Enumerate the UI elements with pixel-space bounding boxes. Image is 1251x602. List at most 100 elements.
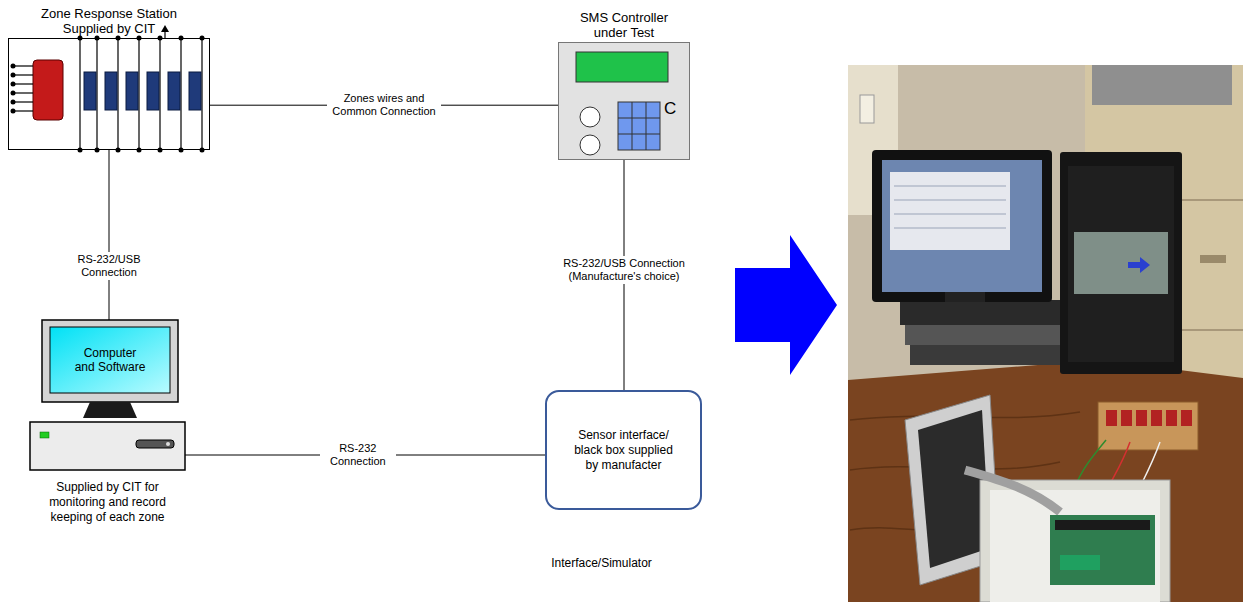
relay-wire [79,38,80,150]
relay-module [1181,410,1192,426]
station-ground [8,38,210,150]
photo-wall [848,65,1243,602]
software-window [890,172,1010,250]
relay-symbol [189,72,201,110]
display-screen [576,52,668,82]
computer-shape: Computer and SoftwareSupplied by CIT for… [30,320,185,470]
connection-label: RS-232 Connection [320,441,396,469]
input-wire [13,101,33,102]
relay-wire [180,38,181,150]
terminal-dot [200,148,205,153]
enclosure-inside [990,490,1160,602]
terminal-dot [11,91,16,96]
keypad-line [618,134,660,135]
output-arrow-head [161,25,169,32]
relay-symbol [84,72,96,110]
laptop [905,325,1060,345]
input-wire [13,74,33,75]
keypad-line [618,118,660,119]
relays [84,72,201,110]
lab-photo [848,65,1243,602]
output-arrow-shaft [164,31,165,38]
connection-label: RS-232/USB Connection [66,252,152,280]
screen-text: Computer and Software [50,327,170,393]
input-wire [13,92,33,93]
computer-caption: Supplied by CIT for monitoring and recor… [38,480,178,525]
relay-symbol [168,72,180,110]
window-row [894,200,1006,201]
control-knob [580,135,600,155]
controller-letter: C [664,99,676,118]
input-wire [13,110,33,111]
control-knob [580,107,600,127]
window-row [894,228,1006,229]
enclosure-box [980,480,1170,602]
relay-wires [80,31,202,150]
terminal-dot [11,64,16,69]
photo-relays [1106,410,1192,426]
terminal-dot [11,73,16,78]
relay-board [1098,402,1198,450]
terminal-dot [116,148,121,153]
terminal-dot [95,148,100,153]
terminal-dot [78,148,83,153]
station-heading: Zone Response Station Supplied by CIT [29,6,189,36]
keypad [618,102,660,150]
terminal-dot [11,82,16,87]
controller-block [33,60,63,120]
laptop [900,300,1065,325]
interface-caption: Interface/Simulator [551,556,652,571]
terminal-strip [1055,520,1150,530]
terminal-dot [137,148,142,153]
monitor-stand [945,292,985,302]
controller-heading: SMS Controller under Test [569,10,679,40]
computer-case [30,422,185,470]
controller-drawing [558,42,690,160]
relay-wire [159,38,160,150]
flow-arrow [735,235,837,375]
desk-top [848,360,1243,602]
controller-body [558,42,690,160]
input-wire [13,65,33,66]
keypad-line [632,102,633,150]
wall-plate [860,95,874,123]
terminal-dot [158,148,163,153]
relay-wire [138,38,139,150]
relay-module [1151,410,1162,426]
power-led [40,432,49,438]
input-wires [13,66,33,111]
relay-symbol [105,72,117,110]
relay-station-box: Zone Response Station Supplied by CIT [8,38,210,150]
relay-wire [96,38,97,150]
window-row [894,214,1006,215]
connection-label: Zones wires and Common Connection [327,91,441,119]
slide-arrow [1128,257,1150,273]
relay-module [1136,410,1147,426]
relay-wire [201,38,202,150]
monitor-screen [50,327,170,393]
monitor-bezel [1060,152,1182,374]
controller-box: SMS Controller under TestC [558,42,690,160]
terminal-dot [11,109,16,114]
terminal-dot [11,100,16,105]
relay-wire [117,38,118,150]
interface-ground [545,390,702,510]
terminal-dot [179,148,184,153]
keypad-grid [618,102,660,150]
drive-button [166,442,170,446]
laptop [910,345,1060,365]
relay-symbol [126,72,138,110]
ribbon-cable [965,470,1060,512]
monitor-screen [882,160,1042,292]
slide-image [1074,232,1168,294]
computer-drawing [30,320,185,470]
printer [1092,65,1232,105]
relay-module [1106,410,1117,426]
relay-module [1121,410,1132,426]
interface-box: Sensor interface/ black box supplied by … [545,390,702,510]
interface-text: Sensor interface/ black box supplied by … [570,428,678,473]
monitor-bezel [42,320,178,402]
